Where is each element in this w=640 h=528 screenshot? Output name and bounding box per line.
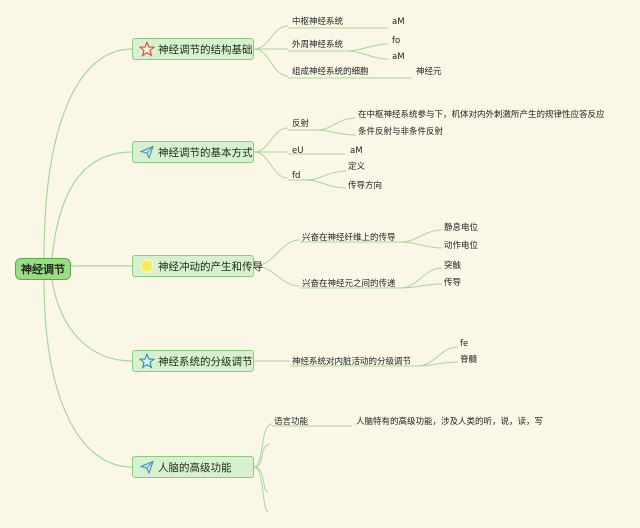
link-b4-c-empty3 <box>253 466 269 513</box>
link-root-b0 <box>43 48 133 259</box>
link-b3-c0-leaf0 <box>415 346 459 367</box>
leaf-pns-0[interactable]: fo <box>392 36 401 46</box>
link-b4-c0 <box>253 423 273 468</box>
star-blue-icon <box>139 353 155 369</box>
branch-label: 神经系统的分级调节 <box>158 355 253 368</box>
link-b0-c2 <box>253 48 289 77</box>
leaf-pns-1[interactable]: aM <box>392 52 405 62</box>
topic-neuron-transmission[interactable]: 兴奋在神经元之间的传递 <box>302 279 396 289</box>
topic-fd[interactable]: fd <box>292 171 301 181</box>
leaf-fd-0[interactable]: 定义 <box>348 162 366 172</box>
branch-label: 人脑的高级功能 <box>158 461 232 474</box>
link-b0-c1-leaf1 <box>346 50 389 60</box>
link-root-b3 <box>51 279 133 362</box>
leaf-synapse[interactable]: 突触 <box>444 261 462 271</box>
topic-cns[interactable]: 中枢神经系统 <box>292 17 344 27</box>
link-b0-c1-leaf0 <box>346 43 389 52</box>
link-b2-c0-leaf1 <box>399 241 443 249</box>
link-b1-c2-leaf1 <box>304 179 347 189</box>
link-b2-c1-leaf0 <box>399 267 443 289</box>
branch-label: 神经冲动的产生和传导 <box>158 260 263 273</box>
link-b1-c0 <box>253 127 289 153</box>
sun-icon <box>139 258 155 274</box>
branch-node-structure[interactable]: 神经调节的结构基础 <box>132 38 254 60</box>
link-b2-c1-leaf1 <box>399 283 443 289</box>
topic-pns[interactable]: 外周神经系统 <box>292 40 344 50</box>
paper-plane-icon <box>139 144 155 160</box>
branch-node-hierarchical[interactable]: 神经系统的分级调节 <box>132 350 254 372</box>
topic-visceral-regulation[interactable]: 神经系统对内脏活动的分级调节 <box>292 357 412 367</box>
link-b0-c0 <box>253 25 289 50</box>
topic-cells[interactable]: 组成神经系统的细胞 <box>292 67 369 77</box>
topic-eU[interactable]: eU <box>292 146 304 156</box>
star-outline-icon <box>139 41 155 57</box>
link-b2-c0-leaf0 <box>399 229 443 243</box>
topic-reflex[interactable]: 反射 <box>292 119 310 129</box>
link-root-b4 <box>43 279 133 468</box>
link-b1-c2 <box>253 151 289 179</box>
paper-plane-icon <box>139 459 155 475</box>
leaf-cells[interactable]: 神经元 <box>416 67 442 77</box>
branch-label: 神经调节的结构基础 <box>158 43 253 56</box>
leaf-eU[interactable]: aM <box>350 146 363 156</box>
root-node[interactable]: 神经调节 <box>15 258 71 280</box>
link-b3-c0-leaf1 <box>415 361 459 367</box>
leaf-cns[interactable]: aM <box>392 17 405 27</box>
leaf-reflex-0[interactable]: 在中枢神经系统参与下，机体对内外刺激所产生的规律性应答反应 <box>358 110 605 120</box>
link-b1-c0-leaf1 <box>316 129 357 136</box>
link-b1-c0-leaf0 <box>316 117 357 131</box>
branch-label: 神经调节的基本方式 <box>158 146 253 159</box>
root-label: 神经调节 <box>21 263 65 276</box>
branch-node-impulse[interactable]: 神经冲动的产生和传导 <box>132 255 263 277</box>
leaf-conduct[interactable]: 传导 <box>444 278 462 288</box>
leaf-resting-potential[interactable]: 静息电位 <box>444 223 479 233</box>
leaf-fd-1[interactable]: 传导方向 <box>348 181 383 191</box>
leaf-spinal-cord[interactable]: 脊髓 <box>460 355 478 365</box>
leaf-language[interactable]: 人脑特有的高级功能，涉及人类的听，说，读，写 <box>356 417 544 427</box>
link-b2-c1 <box>253 265 301 287</box>
topic-fiber-conduction[interactable]: 兴奋在神经纤维上的传导 <box>302 233 396 243</box>
link-b4-c-empty1 <box>253 443 271 468</box>
link-b1-c2-leaf0 <box>304 170 347 181</box>
link-root-b1 <box>51 151 133 259</box>
topic-language[interactable]: 语言功能 <box>274 417 309 427</box>
branch-node-basic-method[interactable]: 神经调节的基本方式 <box>132 141 254 163</box>
leaf-fe[interactable]: fe <box>460 339 469 349</box>
leaf-action-potential[interactable]: 动作电位 <box>444 241 479 251</box>
branch-node-brain[interactable]: 人脑的高级功能 <box>132 456 254 478</box>
link-b2-c0 <box>253 239 301 267</box>
leaf-reflex-1[interactable]: 条件反射与非条件反射 <box>358 127 444 137</box>
